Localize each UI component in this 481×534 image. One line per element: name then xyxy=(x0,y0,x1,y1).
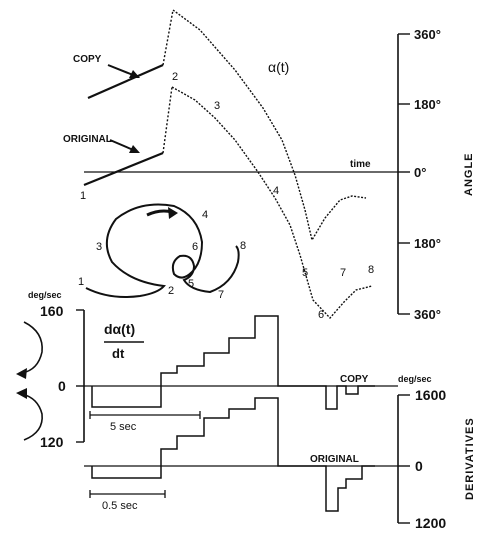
angle-tick-label-3: 0° xyxy=(414,165,426,180)
derivative-numerator: dα(t) xyxy=(104,321,135,337)
trace-point-label: 6 xyxy=(318,309,324,321)
trace-point-label: 2 xyxy=(172,71,178,83)
right-unit-label: deg/sec xyxy=(398,374,432,384)
copy-trace-descent xyxy=(172,9,367,242)
right-tick-label-1200: 1200 xyxy=(415,515,446,531)
spiral-point-label: 1 xyxy=(78,276,84,288)
angle-tick-label-2: 180° xyxy=(414,97,441,112)
trace-point-label: 4 xyxy=(273,185,279,197)
spiral-point-label: 2 xyxy=(168,285,174,297)
copy-derivative-label: COPY xyxy=(340,374,369,385)
original-trace-ramp xyxy=(83,151,164,187)
spiral-point-label: 3 xyxy=(96,241,102,253)
original-arrow-head-icon xyxy=(129,145,140,153)
trace-point-label: 1 xyxy=(80,190,86,202)
angle-ticks xyxy=(398,33,410,315)
original-trace-step xyxy=(162,86,173,154)
copy-arrow-head-icon xyxy=(129,70,140,78)
original-derivative-label: ORIGINAL xyxy=(310,454,359,465)
original-scale-label: 0.5 sec xyxy=(102,500,138,512)
time-label: time xyxy=(350,159,371,170)
angle-tick-label-1: 360° xyxy=(414,27,441,42)
angle-panel: 360° 180° 0° 180° 360° ANGLE time α(t) C… xyxy=(63,9,475,322)
left-tick-label-0: 0 xyxy=(58,378,66,394)
derivatives-panel: deg/sec 160 0 120 dα(t) dt COPY deg/sec … xyxy=(16,290,476,531)
copy-trace-step xyxy=(162,9,174,66)
derivative-denominator: dt xyxy=(112,346,125,361)
original-label: ORIGINAL xyxy=(63,134,112,145)
left-tick-label-160: 160 xyxy=(40,303,64,319)
spiral-point-label: 6 xyxy=(192,241,198,253)
curve-label: α(t) xyxy=(268,59,289,75)
right-tick-label-1600: 1600 xyxy=(415,387,446,403)
angle-axis-label: ANGLE xyxy=(463,153,475,197)
copy-label: COPY xyxy=(73,54,102,65)
counterclockwise-arrow-head-icon xyxy=(16,368,27,379)
copy-trace-ramp xyxy=(87,63,164,100)
trace-point-label: 8 xyxy=(368,264,374,276)
right-tick-label-0: 0 xyxy=(415,458,423,474)
spiral-point-label: 7 xyxy=(218,289,224,301)
rotation-arrow-head-icon xyxy=(168,207,178,219)
trace-point-label: 7 xyxy=(340,267,346,279)
handwriting-stroke xyxy=(85,203,240,298)
spiral-point-label: 8 xyxy=(240,240,246,252)
copy-derivative-trace xyxy=(91,315,375,410)
clockwise-arrow-icon xyxy=(21,393,43,441)
spiral-point-label: 5 xyxy=(188,278,194,290)
rotation-arrow-icon xyxy=(146,209,173,217)
trace-point-label: 3 xyxy=(214,100,220,112)
derivatives-axis-label: DERIVATIVES xyxy=(464,417,476,500)
spiral-point-label: 4 xyxy=(202,209,208,221)
counterclockwise-arrow-icon xyxy=(21,321,43,374)
copy-scale-label: 5 sec xyxy=(110,421,137,433)
trace-point-label: 5 xyxy=(302,267,308,279)
left-tick-label-120: 120 xyxy=(40,434,64,450)
clockwise-arrow-head-icon xyxy=(16,388,27,399)
handwriting-figure xyxy=(85,203,240,298)
angle-tick-label-4: 180° xyxy=(414,236,441,251)
original-derivative-trace xyxy=(91,397,375,512)
original-trace-descent xyxy=(171,86,373,320)
left-unit-label: deg/sec xyxy=(28,290,62,300)
angle-tick-label-5: 360° xyxy=(414,307,441,322)
